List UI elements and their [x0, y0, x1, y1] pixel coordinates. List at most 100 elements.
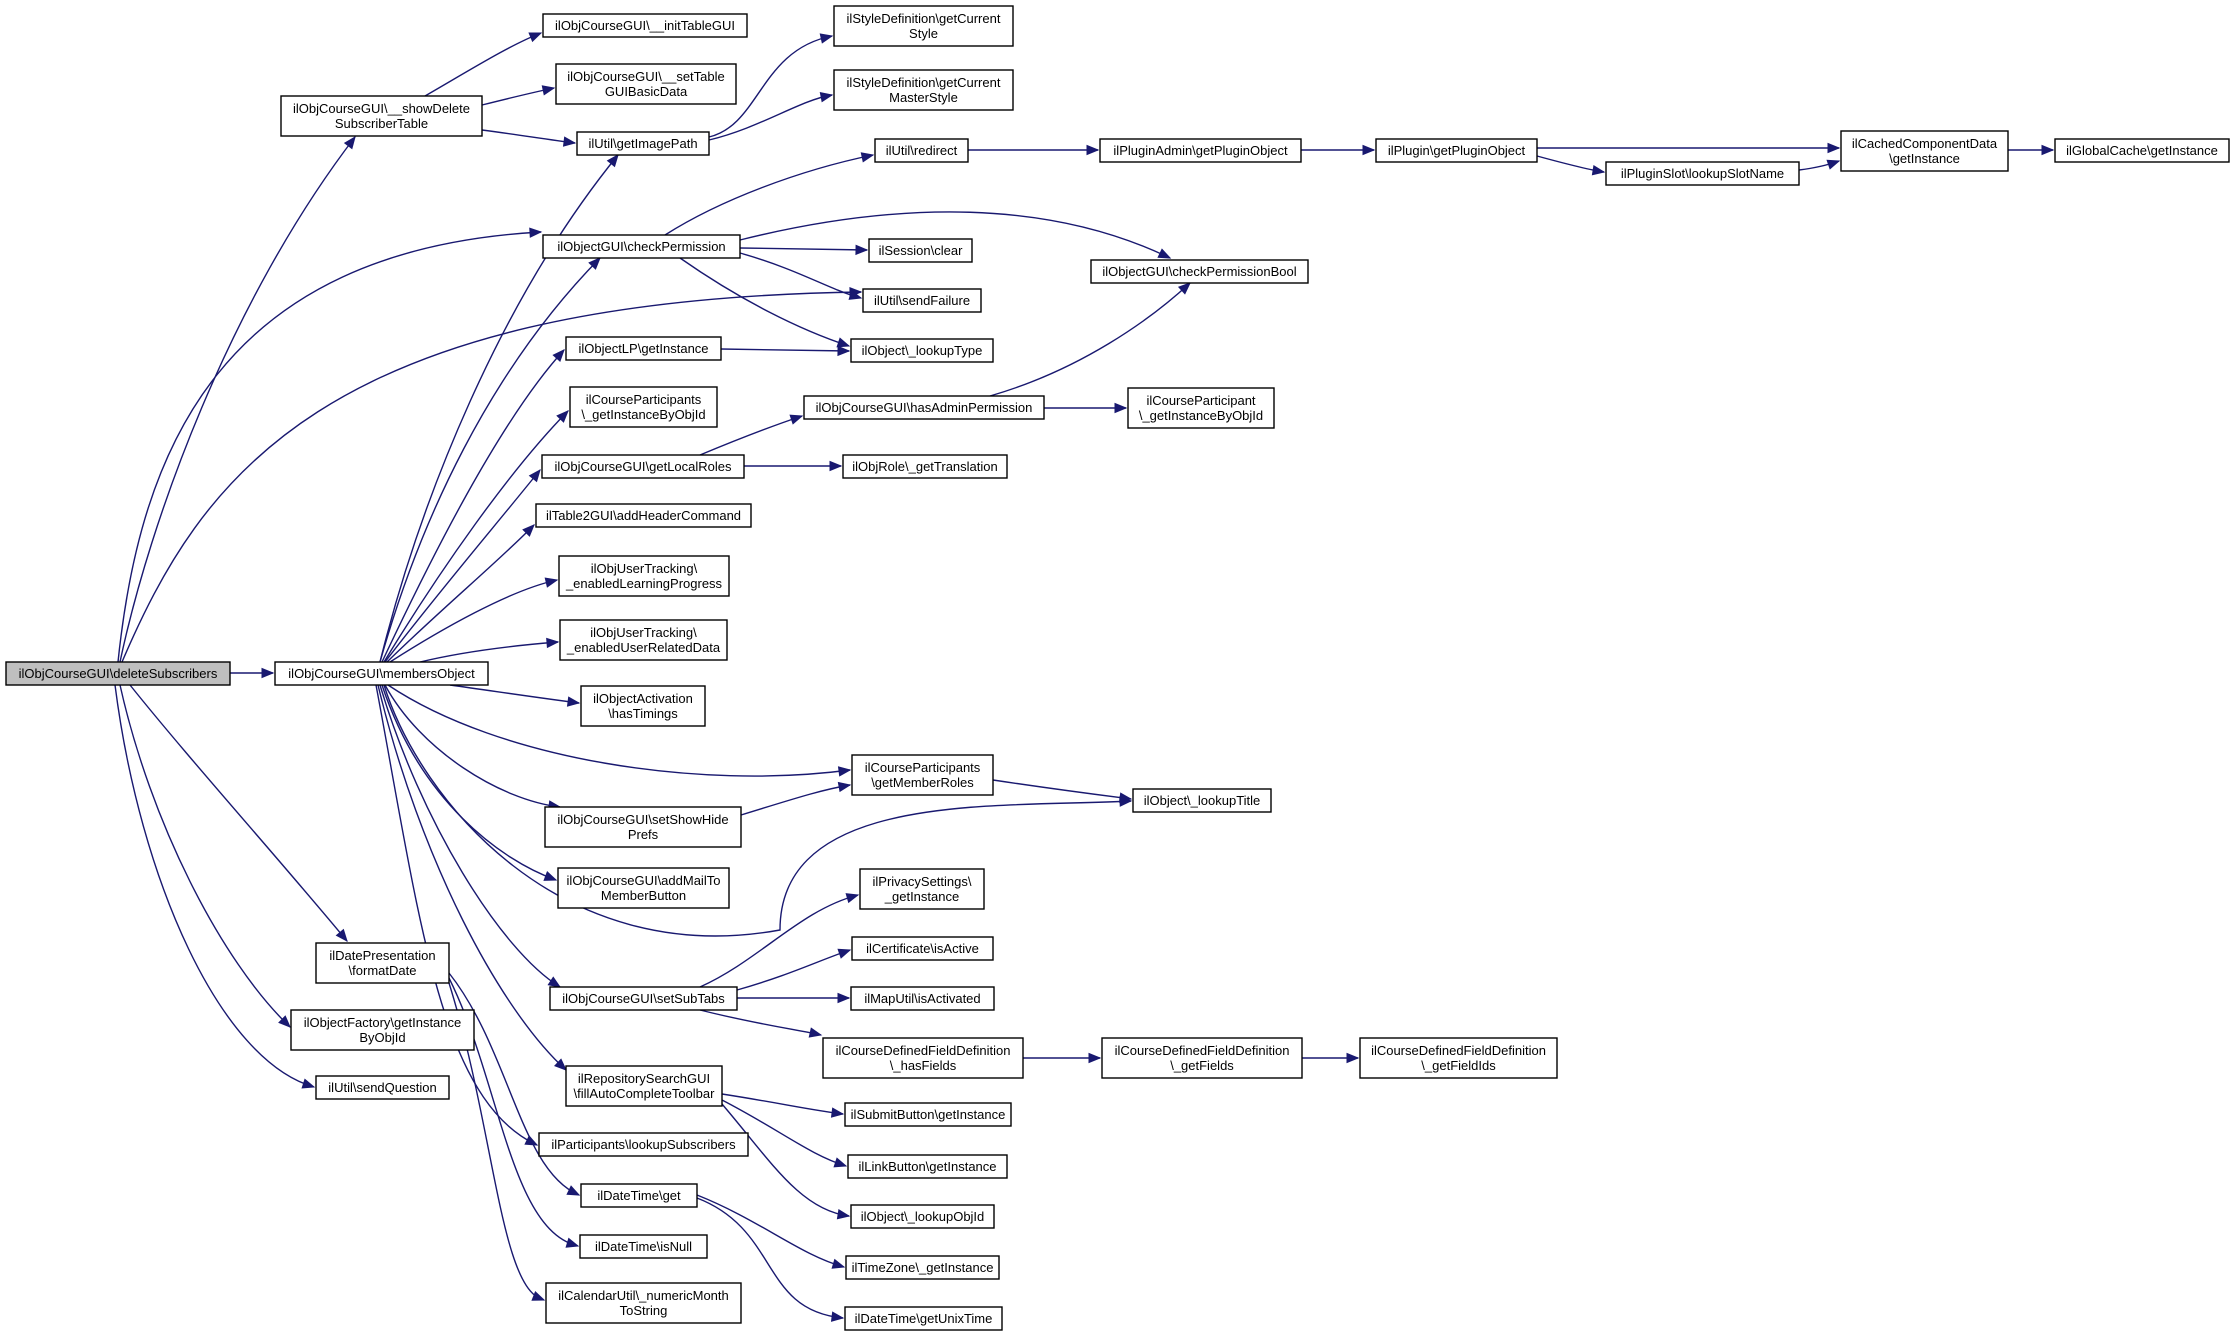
node-box — [5, 661, 231, 686]
node-sessionClear[interactable]: ilSession\clear — [868, 238, 973, 263]
node-setSubTabs[interactable]: ilObjCourseGUI\setSubTabs — [549, 986, 738, 1011]
node-label: ilObjCourseGUI\setSubTabs — [562, 991, 725, 1006]
edge-getLocalRoles-to-hasAdminPermission — [699, 414, 804, 456]
node-sendFailure[interactable]: ilUtil\sendFailure — [862, 288, 982, 313]
node-dateTimeGet[interactable]: ilDateTime\get — [580, 1183, 698, 1208]
node-box — [851, 754, 994, 796]
node-label: ilPrivacySettings\ — [873, 874, 972, 889]
node-label: ilSubmitButton\getInstance — [851, 1107, 1006, 1122]
node-objectLPGetInstance[interactable]: ilObjectLP\getInstance — [565, 336, 722, 361]
node-enabledUserRelatedData[interactable]: ilObjUserTracking\_enabledUserRelatedDat… — [559, 619, 728, 661]
node-privacySettings[interactable]: ilPrivacySettings\_getInstance — [859, 868, 985, 910]
node-getFieldIds[interactable]: ilCourseDefinedFieldDefinition\_getField… — [1359, 1037, 1558, 1079]
node-hasTimings[interactable]: ilObjectActivation\hasTimings — [580, 685, 706, 727]
node-addHeaderCommand[interactable]: ilTable2GUI\addHeaderCommand — [535, 503, 752, 528]
node-lookupTitle[interactable]: ilObject\_lookupTitle — [1132, 788, 1272, 813]
node-lookupObjId[interactable]: ilObject\_lookupObjId — [850, 1204, 995, 1229]
node-fillAutoCompleteToolbar[interactable]: ilRepositorySearchGUI\fillAutoCompleteTo… — [565, 1065, 723, 1107]
node-globalCache[interactable]: ilGlobalCache\getInstance — [2054, 138, 2230, 163]
edge-membersObject-to-getLocalRoles — [384, 468, 541, 663]
node-objectFactory[interactable]: ilObjectFactory\getInstanceByObjId — [290, 1009, 475, 1051]
node-lookupSubscribers[interactable]: ilParticipants\lookupSubscribers — [538, 1132, 749, 1157]
node-pluginGetPluginObject[interactable]: ilPlugin\getPluginObject — [1375, 138, 1538, 163]
node-box — [850, 1204, 995, 1229]
node-formatDate[interactable]: ilDatePresentation\formatDate — [315, 942, 450, 984]
node-membersObject[interactable]: ilObjCourseGUI\membersObject — [274, 661, 489, 686]
node-label: ilObjUserTracking\ — [590, 625, 697, 640]
node-certificateIsActive[interactable]: ilCertificate\isActive — [851, 936, 994, 961]
edge-fillAutoCompleteToolbar-to-lookupObjId — [721, 1103, 851, 1220]
edge-getFields-to-getFieldIds — [1302, 1052, 1360, 1064]
node-lookupType[interactable]: ilObject\_lookupType — [850, 338, 994, 363]
node-getUnixTime[interactable]: ilDateTime\getUnixTime — [844, 1306, 1003, 1331]
node-box — [542, 13, 748, 38]
node-initTableGUI[interactable]: ilObjCourseGUI\__initTableGUI — [542, 13, 748, 38]
node-label: ilDateTime\isNull — [595, 1239, 692, 1254]
node-label: ilObjectActivation — [593, 691, 693, 706]
node-getFields[interactable]: ilCourseDefinedFieldDefinition\_getField… — [1101, 1037, 1303, 1079]
node-checkPermission[interactable]: ilObjectGUI\checkPermission — [542, 234, 741, 259]
node-label: ilGlobalCache\getInstance — [2066, 143, 2218, 158]
node-box — [850, 338, 994, 363]
node-box — [822, 1037, 1024, 1079]
node-courseParticipantsGetInstance[interactable]: ilCourseParticipants\_getInstanceByObjId — [569, 386, 718, 428]
edge-membersObject-to-getImagePath — [379, 153, 619, 663]
node-getLocalRoles[interactable]: ilObjCourseGUI\getLocalRoles — [541, 454, 745, 479]
edge-membersObject-to-addHeaderCommand — [386, 524, 535, 663]
edge-getImagePath-to-getCurrentStyle — [708, 33, 834, 138]
node-box — [569, 386, 718, 428]
node-label: ilObjCourseGUI\hasAdminPermission — [816, 400, 1033, 415]
node-getPluginObject[interactable]: ilPluginAdmin\getPluginObject — [1099, 138, 1302, 163]
node-box — [565, 1065, 723, 1107]
node-getImagePath[interactable]: ilUtil\getImagePath — [576, 131, 710, 156]
node-lookupSlotName[interactable]: ilPluginSlot\lookupSlotName — [1605, 161, 1800, 186]
node-box — [274, 661, 489, 686]
node-label: Prefs — [628, 827, 659, 842]
node-checkPermissionBool[interactable]: ilObjectGUI\checkPermissionBool — [1090, 259, 1309, 284]
node-sendQuestion[interactable]: ilUtil\sendQuestion — [315, 1075, 450, 1100]
node-enabledLearningProgress[interactable]: ilObjUserTracking\_enabledLearningProgre… — [558, 555, 730, 597]
node-courseParticipantGetInstance[interactable]: ilCourseParticipant\_getInstanceByObjId — [1127, 387, 1275, 429]
node-label: ilUtil\sendQuestion — [328, 1080, 436, 1095]
edge-checkPermission-to-checkPermissionBool — [739, 211, 1172, 259]
node-box — [538, 1132, 749, 1157]
node-box — [874, 138, 969, 163]
edge-membersObject-to-addMailToMemberButton — [381, 684, 558, 881]
edge-deleteSubscribers-to-sendQuestion — [114, 684, 316, 1089]
node-label: ilObject\_lookupTitle — [1144, 793, 1261, 808]
node-showDeleteSubscriberTable[interactable]: ilObjCourseGUI\__showDeleteSubscriberTab… — [280, 95, 483, 137]
node-mapUtilIsActivated[interactable]: ilMapUtil\isActivated — [850, 986, 995, 1011]
edge-dateTimeGet-to-getUnixTime — [696, 1197, 845, 1322]
node-label: ilCertificate\isActive — [866, 941, 979, 956]
node-linkButton[interactable]: ilLinkButton\getInstance — [847, 1154, 1008, 1179]
node-cachedComponentData[interactable]: ilCachedComponentData\getInstance — [1840, 130, 2009, 172]
node-hasAdminPermission[interactable]: ilObjCourseGUI\hasAdminPermission — [803, 395, 1045, 420]
node-label: ilUtil\redirect — [886, 143, 958, 158]
node-getTranslation[interactable]: ilObjRole\_getTranslation — [842, 454, 1008, 479]
node-label: ilParticipants\lookupSubscribers — [551, 1137, 736, 1152]
edge-deleteSubscribers-to-checkPermission — [117, 227, 543, 663]
node-label: \getInstance — [1889, 151, 1960, 166]
node-label: GUIBasicData — [605, 84, 688, 99]
edge-fillAutoCompleteToolbar-to-linkButton — [721, 1099, 848, 1168]
edge-pluginGetPluginObject-to-lookupSlotName — [1536, 155, 1606, 176]
node-dateTimeIsNull[interactable]: ilDateTime\isNull — [579, 1234, 708, 1259]
edge-getLocalRoles-to-getTranslation — [744, 460, 843, 472]
node-label: ilLinkButton\getInstance — [858, 1159, 996, 1174]
node-redirect[interactable]: ilUtil\redirect — [874, 138, 969, 163]
node-hasFields[interactable]: ilCourseDefinedFieldDefinition\_hasField… — [822, 1037, 1024, 1079]
node-timeZone[interactable]: ilTimeZone\_getInstance — [845, 1255, 1000, 1280]
node-deleteSubscribers[interactable]: ilObjCourseGUI\deleteSubscribers — [5, 661, 231, 686]
node-box — [555, 63, 737, 105]
edge-checkPermission-to-lookupType — [679, 257, 851, 348]
node-submitButton[interactable]: ilSubmitButton\getInstance — [844, 1102, 1012, 1127]
node-box — [833, 69, 1014, 111]
node-getMemberRoles[interactable]: ilCourseParticipants\getMemberRoles — [851, 754, 994, 796]
node-label: ilDateTime\get — [597, 1188, 681, 1203]
